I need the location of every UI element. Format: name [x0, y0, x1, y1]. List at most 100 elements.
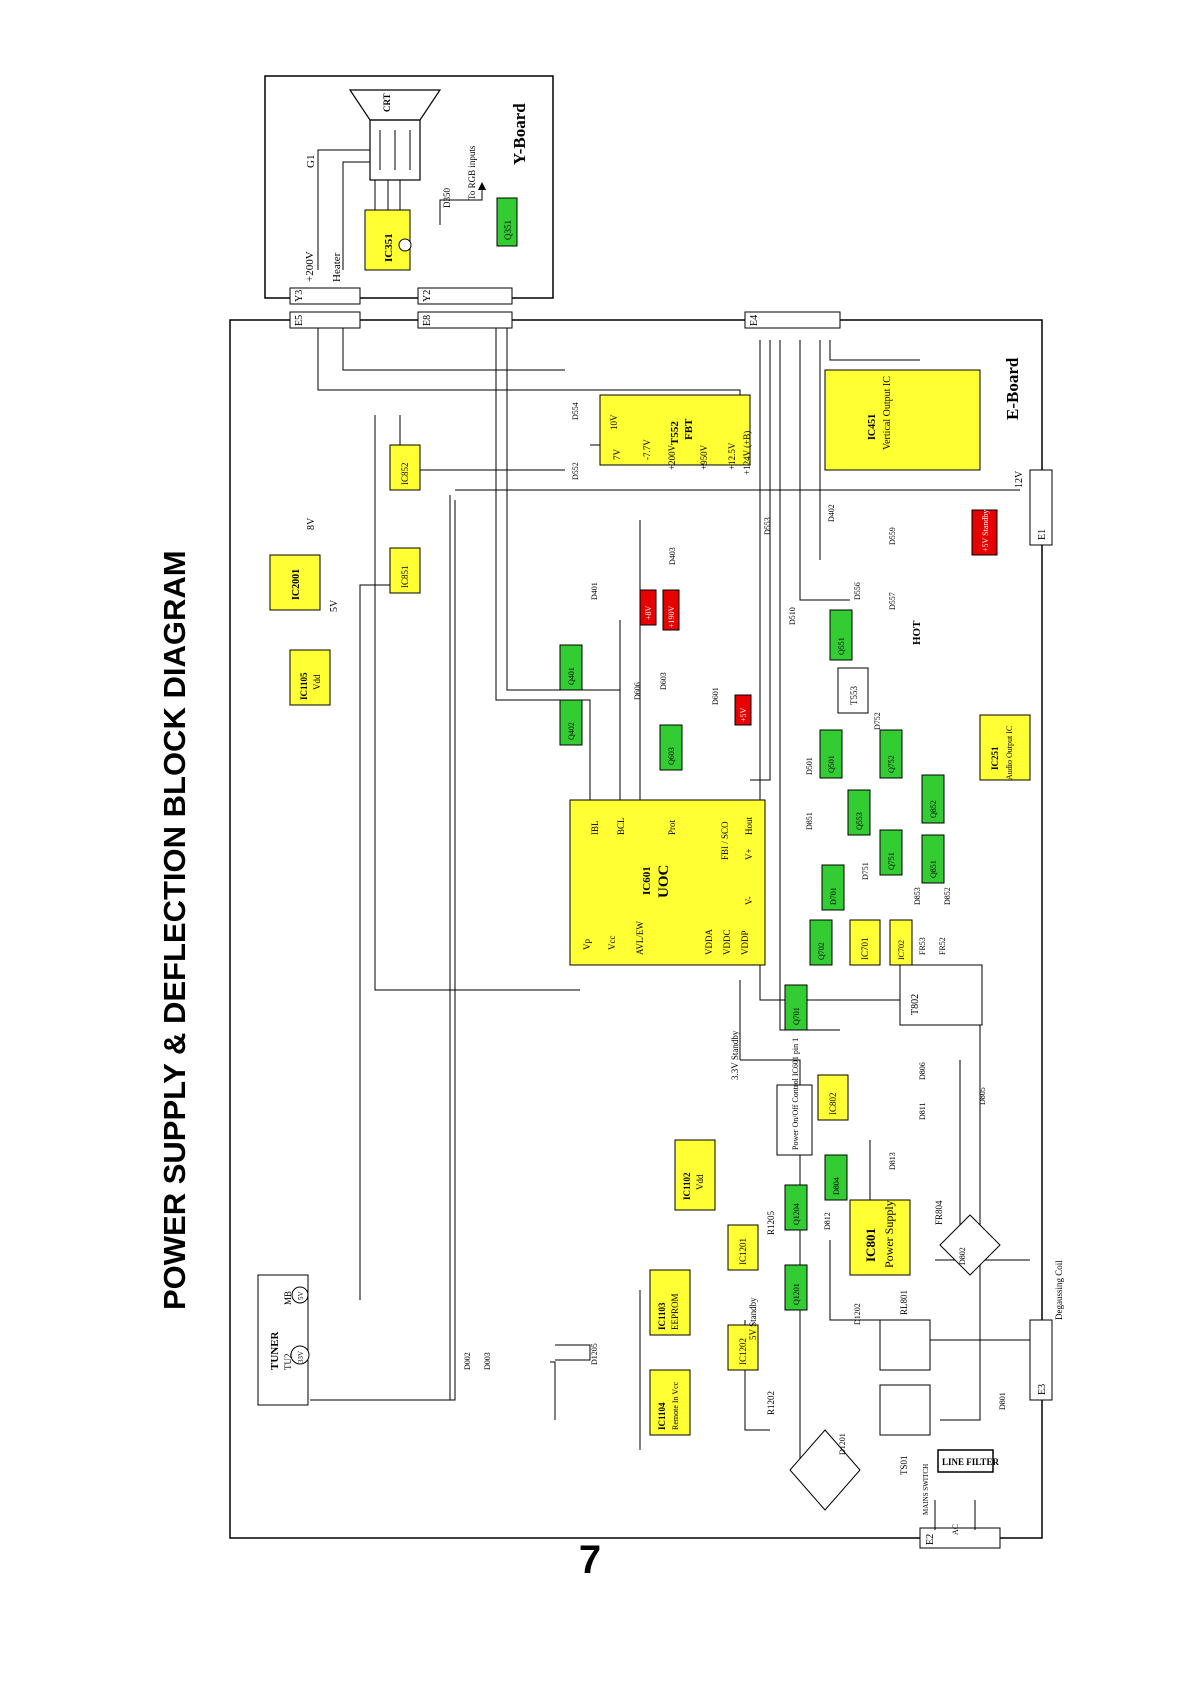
ic2001-label: IC2001 [291, 569, 302, 600]
line-filter-block [937, 1449, 994, 1473]
fr804-label: FR804 [934, 1200, 944, 1225]
svg-text:+200V: +200V [667, 444, 677, 470]
svg-text:+124V (+B): +124V (+B) [742, 431, 752, 475]
ic451-desc: Vertical Output IC [882, 376, 893, 450]
svg-text:Vp: Vp [582, 939, 592, 950]
svg-text:Vcc: Vcc [607, 936, 617, 951]
v5-box [734, 694, 752, 726]
connector-e8: E8 [417, 311, 513, 329]
svg-text:D557: D557 [888, 592, 897, 610]
svg-text:+12.5V: +12.5V [727, 442, 737, 470]
mains-switch-label: MAINS SWITCH [922, 1464, 930, 1515]
connector-e1: E1 [1029, 469, 1053, 546]
ic1105-label: IC1105 [299, 672, 309, 700]
ic851-block [389, 547, 421, 594]
ic2001-block [269, 554, 321, 611]
svg-text:Q851: Q851 [929, 860, 938, 878]
hot-label: HOT [911, 620, 923, 645]
t553-block [837, 667, 869, 714]
t553-label: T553 [849, 686, 859, 705]
svg-text:D402: D402 [827, 504, 836, 522]
v190-box [662, 589, 680, 631]
svg-text:Y3: Y3 [294, 290, 305, 302]
tuner-33v: 33V [297, 1351, 305, 1363]
svg-text:D804: D804 [832, 1177, 841, 1195]
diode-labels: D554 D552 D553 D403 D401 D402 D559 D556 … [463, 402, 1007, 1455]
svg-text:BCL: BCL [616, 817, 626, 835]
q351-block [496, 197, 518, 247]
power-ctrl-label: Power On/Off Control IC601 pin 1 [791, 1038, 800, 1150]
svg-text:+950V: +950V [699, 444, 709, 470]
ic351-label: IC351 [383, 233, 395, 262]
svg-text:D752: D752 [873, 712, 882, 730]
degauss-label: Degaussing Coil [1054, 1260, 1064, 1320]
svg-text:VDDP: VDDP [740, 930, 750, 955]
standby33-label: 3.3V Standby [730, 1030, 740, 1080]
ic1104-block [649, 1369, 691, 1436]
svg-text:Hout: Hout [744, 817, 754, 835]
ic701-block [849, 919, 881, 966]
svg-text:Q402: Q402 [567, 722, 576, 740]
ic701-label: IC701 [860, 938, 870, 961]
svg-text:FBI / SCO: FBI / SCO [720, 821, 730, 860]
svg-text:-7.7V: -7.7V [642, 439, 652, 460]
v5-tag: +5V [739, 707, 748, 722]
svg-text:Q1201: Q1201 [792, 1283, 801, 1305]
ts01-label: TS01 [899, 1455, 909, 1475]
ic1103-label: IC1103 [657, 1302, 667, 1330]
connector-e3: E3 [1029, 1319, 1053, 1401]
svg-text:D601: D601 [711, 687, 720, 705]
ic1104-label: IC1104 [657, 1402, 667, 1430]
svg-text:E5: E5 [294, 315, 305, 326]
svg-text:D1201: D1201 [838, 1433, 847, 1455]
y-board-frame [264, 75, 554, 299]
ic802-label: IC802 [828, 1093, 838, 1116]
v5-standby-box [971, 509, 998, 556]
svg-text:D606: D606 [633, 682, 642, 700]
ic451-block [824, 369, 981, 471]
fbt-name: T552 [669, 421, 681, 445]
svg-text:IBL: IBL [590, 821, 600, 836]
connector-y2: Y2 [417, 287, 513, 305]
standby5-label: 5V Standby [748, 1297, 758, 1340]
svg-text:D603: D603 [659, 672, 668, 690]
diagram-title: POWER SUPPLY & DEFLECTION BLOCK DIAGRAM [157, 550, 192, 1310]
v5-label: 5V [329, 599, 340, 612]
svg-text:Q551: Q551 [837, 637, 846, 655]
fbt-block [599, 394, 751, 466]
ts01-block [879, 1384, 931, 1436]
q351-label: Q351 [503, 220, 513, 240]
svg-text:D002: D002 [463, 1352, 472, 1370]
svg-text:D802: D802 [958, 1247, 967, 1265]
ic801-name: IC801 [863, 1228, 878, 1262]
ic1201-block [727, 1224, 759, 1271]
ic1102-block [674, 1139, 716, 1211]
svg-text:D751: D751 [861, 862, 870, 880]
svg-text:Q553: Q553 [855, 812, 864, 830]
power-ctrl-note [776, 1084, 813, 1156]
e-board-frame [229, 319, 1043, 1539]
crt: CRT [348, 89, 442, 181]
ic1103-sub: EEPROM [670, 1293, 680, 1330]
v5-standby-label: +5V Standby [981, 510, 990, 552]
rgb-label: To RGB inputs [467, 145, 477, 200]
fbt-sub: FBT [683, 418, 695, 440]
tu2-label: TU2 [283, 1354, 293, 1371]
v190-tag: +190V [667, 605, 676, 628]
svg-text:Q852: Q852 [929, 800, 938, 818]
connector-e5: E5 [289, 311, 361, 329]
r1205-label: R1205 [766, 1210, 776, 1235]
ic1105-sub: Vdd [312, 674, 322, 690]
rl801-label: RL801 [899, 1290, 909, 1315]
transistors: Q401 Q402 Q603 Q551 Q501 Q752 Q553 Q751 … [559, 609, 945, 1311]
svg-text:Q702: Q702 [817, 942, 826, 960]
svg-text:D851: D851 [805, 812, 814, 830]
ic251-label: IC251 [990, 746, 1000, 770]
ic851-label: IC851 [400, 566, 410, 589]
ic1103-block [649, 1269, 691, 1336]
svg-text:D510: D510 [788, 607, 797, 625]
ic451-name: IC451 [867, 414, 878, 440]
ic1202-label: IC1202 [738, 1338, 748, 1365]
v8-label: 8V [306, 517, 317, 530]
svg-text:AVL/EW: AVL/EW [635, 921, 645, 955]
